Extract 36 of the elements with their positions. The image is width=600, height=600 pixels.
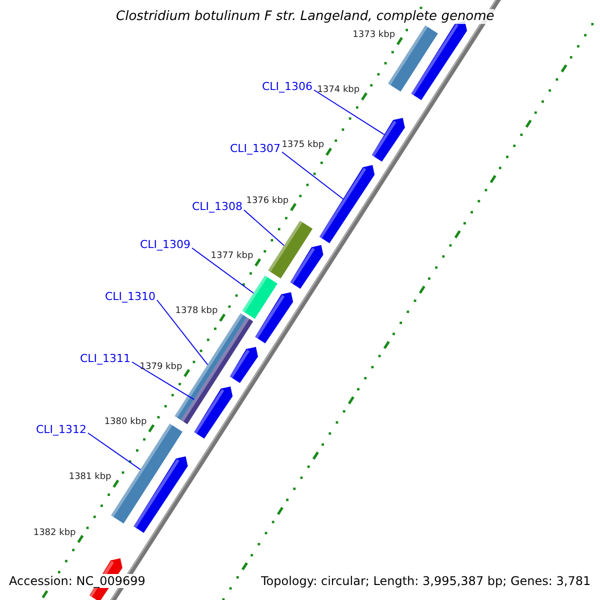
tick-label: 1381 kbp — [68, 472, 112, 482]
leader-line — [244, 210, 285, 246]
leader-line — [132, 362, 195, 400]
gene-bar — [230, 346, 258, 383]
gene-bar — [290, 245, 324, 289]
footer-text: Topology: circular; Length: 3,995,387 bp; Genes: 3,781 — [261, 574, 591, 588]
leader-line — [156, 300, 208, 366]
tick-label: 1382 kbp — [33, 528, 76, 538]
gene-label: CLI_1308 — [192, 200, 243, 213]
leader-line — [282, 152, 344, 200]
gene-bar — [411, 21, 467, 100]
leader-line — [192, 248, 254, 294]
tick-label: 1373 kbp — [352, 30, 396, 40]
gene-bar — [255, 292, 294, 344]
gene-bar — [134, 456, 188, 533]
leader-line — [88, 432, 141, 470]
gene-label: CLI_1309 — [140, 238, 191, 251]
tick-label: 1378 kbp — [175, 306, 218, 316]
tick-label: 1380 kbp — [104, 417, 147, 428]
gene-bar — [319, 165, 375, 244]
tick-label: 1376 kbp — [246, 196, 289, 206]
gene-bar — [194, 386, 233, 439]
leader-line — [314, 90, 386, 136]
gene-label: CLI_1311 — [80, 352, 131, 365]
tick-label: 1377 kbp — [210, 251, 254, 262]
tick-label: 1375 kbp — [282, 140, 324, 150]
gene-label: CLI_1310 — [105, 290, 156, 303]
gene-bar — [372, 118, 405, 162]
tick-label: 1379 kbp — [140, 362, 182, 372]
tick-label: 1374 kbp — [317, 85, 360, 96]
gene-label: CLI_1306 — [262, 80, 313, 93]
gene-bar — [242, 276, 278, 319]
gene-bar — [181, 317, 254, 424]
gene-bar — [268, 220, 313, 278]
gene-label: CLI_1307 — [230, 142, 281, 155]
gene-label: CLI_1312 — [36, 423, 87, 436]
